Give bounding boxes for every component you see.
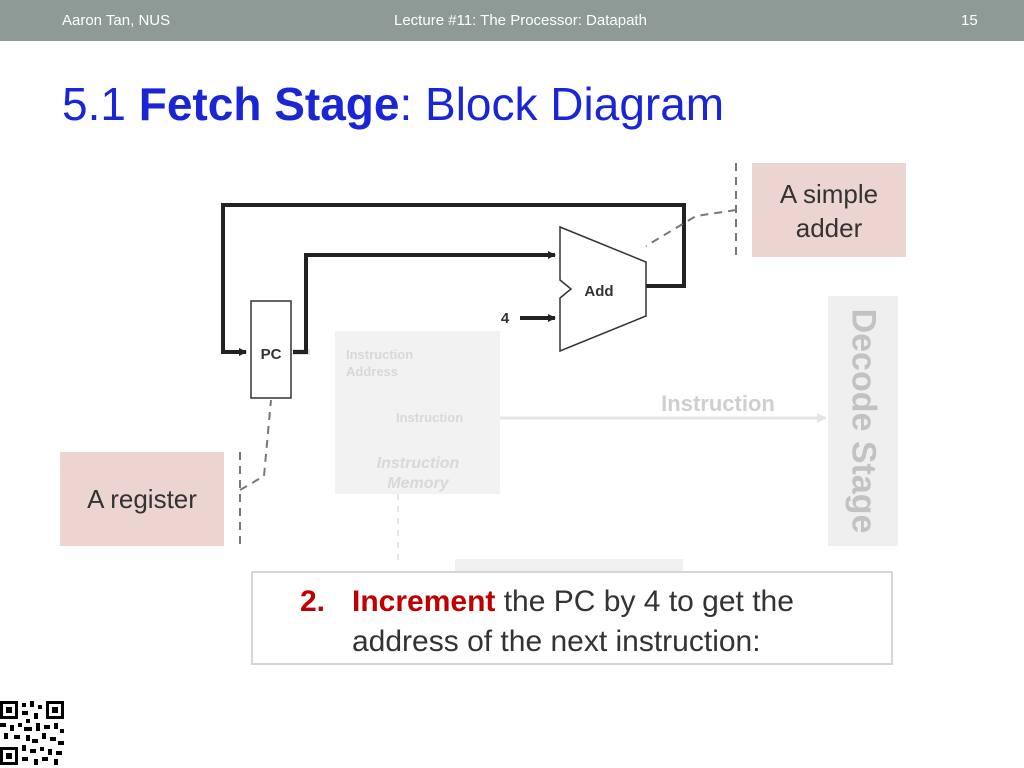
imem-address-label-1: Instruction — [346, 347, 413, 362]
imem-title-1: Instruction — [377, 455, 460, 472]
header-lecture-title: Lecture #11: The Processor: Datapath — [394, 12, 647, 29]
qr-code-icon — [0, 701, 64, 765]
step-text: Increment the PC by 4 to get the address… — [352, 582, 882, 662]
header-page-number: 15 — [961, 12, 978, 29]
slide-title: 5.1 Fetch Stage: Block Diagram — [62, 77, 724, 131]
step-description: the PC by 4 to get the address of the ne… — [352, 585, 794, 658]
adder-label: Add — [584, 283, 613, 300]
callout-register: A register — [60, 452, 224, 546]
slide-header: Aaron Tan, NUS Lecture #11: The Processo… — [0, 0, 1024, 41]
pc-label: PC — [261, 346, 282, 363]
step-number: 2. — [300, 585, 326, 618]
step-note-box: 2. Increment the PC by 4 to get the addr… — [251, 571, 893, 665]
header-author: Aaron Tan, NUS — [62, 12, 171, 29]
pc-register — [250, 300, 292, 399]
title-number: 5.1 — [62, 78, 126, 130]
step-keyword: Increment — [352, 585, 496, 618]
imem-instruction-out-label: Instruction — [396, 410, 463, 425]
callout-simple-adder: A simple adder — [752, 163, 906, 257]
title-rest: : Block Diagram — [399, 78, 725, 130]
decode-stage-box: Decode Stage — [828, 296, 898, 546]
callout-adder-line2: adder — [795, 213, 863, 243]
adder-block — [559, 225, 647, 353]
constant-four-label: 4 — [501, 310, 510, 327]
instruction-arrow-label: Instruction — [661, 391, 775, 416]
imem-address-label-2: Address — [346, 364, 398, 379]
title-bold: Fetch Stage — [138, 78, 400, 130]
callout-adder-line1: A simple — [779, 179, 879, 209]
imem-title-2: Memory — [387, 475, 449, 492]
instruction-memory-block — [335, 331, 500, 494]
